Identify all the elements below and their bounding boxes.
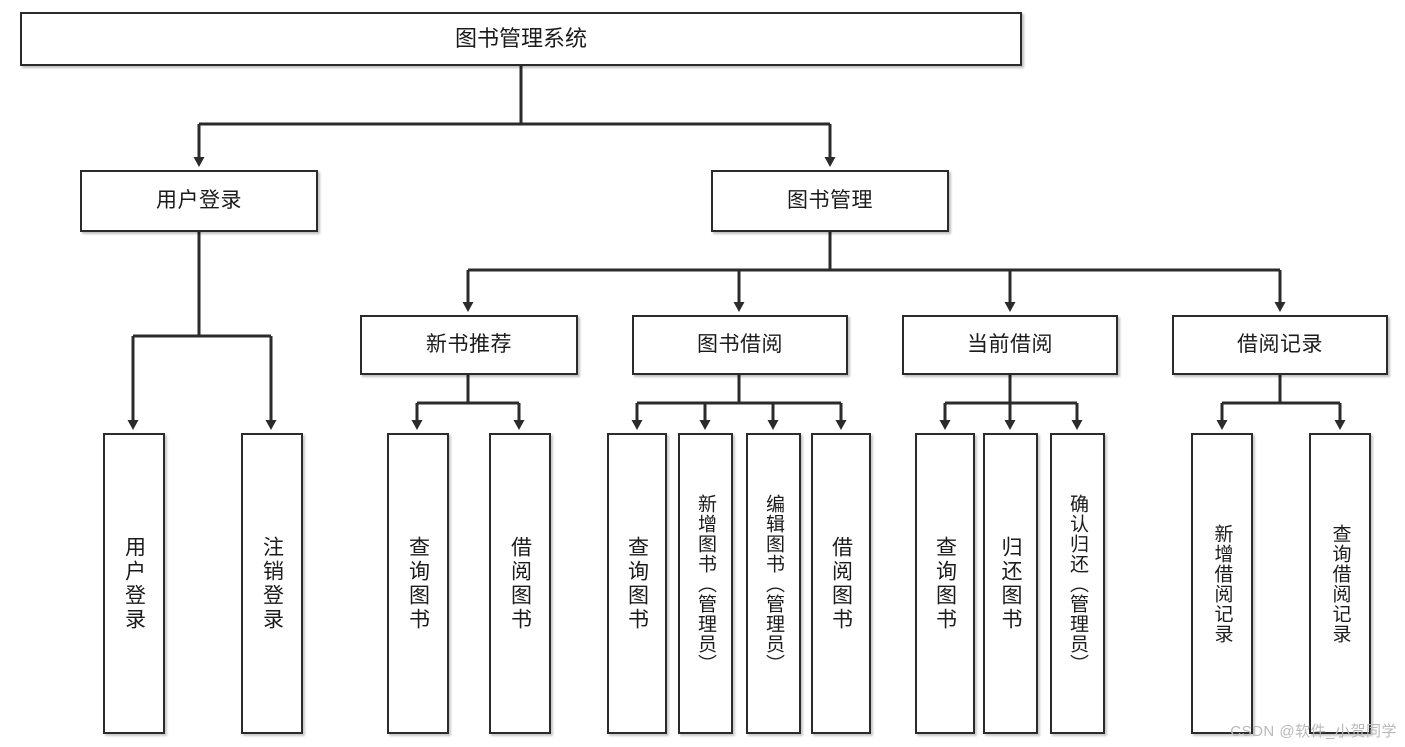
node-root-label: 图书管理系统 bbox=[454, 26, 587, 52]
leaf-query-borrow-record-label: 查询借阅记录 bbox=[1329, 523, 1351, 644]
leaf-edit-book-admin-label: 编辑图书（管理员） bbox=[763, 493, 784, 674]
leaf-logout[interactable]: 注销登录 bbox=[241, 433, 303, 734]
leaf-confirm-return-admin-label: 确认归还（管理员） bbox=[1067, 493, 1088, 674]
node-book-borrow[interactable]: 图书借阅 bbox=[632, 315, 848, 375]
leaf-logout-label: 注销登录 bbox=[260, 535, 284, 632]
node-root[interactable]: 图书管理系统 bbox=[20, 12, 1022, 66]
node-borrow-record-label: 借阅记录 bbox=[1237, 332, 1323, 356]
leaf-add-book-admin-label: 新增图书（管理员） bbox=[695, 493, 716, 674]
leaf-confirm-return-admin[interactable]: 确认归还（管理员） bbox=[1050, 433, 1105, 734]
leaf-add-borrow-record-label: 新增借阅记录 bbox=[1211, 523, 1233, 644]
leaf-borrow-book[interactable]: 借阅图书 bbox=[811, 433, 871, 734]
node-book-management[interactable]: 图书管理 bbox=[711, 170, 949, 232]
leaf-user-login-label: 用户登录 bbox=[122, 535, 146, 632]
node-book-borrow-label: 图书借阅 bbox=[697, 332, 783, 356]
node-new-book-recommend-label: 新书推荐 bbox=[426, 332, 512, 356]
leaf-borrow-book-new[interactable]: 借阅图书 bbox=[489, 433, 551, 734]
leaf-query-book-current[interactable]: 查询图书 bbox=[915, 433, 975, 734]
leaf-query-book-current-label: 查询图书 bbox=[933, 535, 957, 632]
leaf-query-book-new[interactable]: 查询图书 bbox=[387, 433, 449, 734]
leaf-query-borrow-record[interactable]: 查询借阅记录 bbox=[1309, 433, 1371, 734]
node-new-book-recommend[interactable]: 新书推荐 bbox=[360, 315, 578, 375]
leaf-add-borrow-record[interactable]: 新增借阅记录 bbox=[1191, 433, 1253, 734]
leaf-borrow-book-label: 借阅图书 bbox=[829, 535, 853, 632]
leaf-borrow-book-new-label: 借阅图书 bbox=[508, 535, 532, 632]
leaf-return-book[interactable]: 归还图书 bbox=[983, 433, 1038, 734]
leaf-query-book-new-label: 查询图书 bbox=[406, 535, 430, 632]
leaf-add-book-admin[interactable]: 新增图书（管理员） bbox=[678, 433, 733, 734]
node-book-management-label: 图书管理 bbox=[787, 188, 873, 212]
leaf-query-book-borrow-label: 查询图书 bbox=[625, 535, 649, 632]
watermark: CSDN @软件_小贺同学 bbox=[1230, 723, 1397, 740]
node-user-login-label: 用户登录 bbox=[156, 188, 242, 212]
leaf-edit-book-admin[interactable]: 编辑图书（管理员） bbox=[746, 433, 801, 734]
node-borrow-record[interactable]: 借阅记录 bbox=[1172, 315, 1388, 375]
leaf-user-login[interactable]: 用户登录 bbox=[103, 433, 165, 734]
leaf-return-book-label: 归还图书 bbox=[999, 535, 1022, 632]
node-user-login[interactable]: 用户登录 bbox=[80, 170, 318, 232]
node-current-borrow[interactable]: 当前借阅 bbox=[902, 315, 1118, 375]
node-current-borrow-label: 当前借阅 bbox=[967, 332, 1053, 356]
leaf-query-book-borrow[interactable]: 查询图书 bbox=[607, 433, 667, 734]
